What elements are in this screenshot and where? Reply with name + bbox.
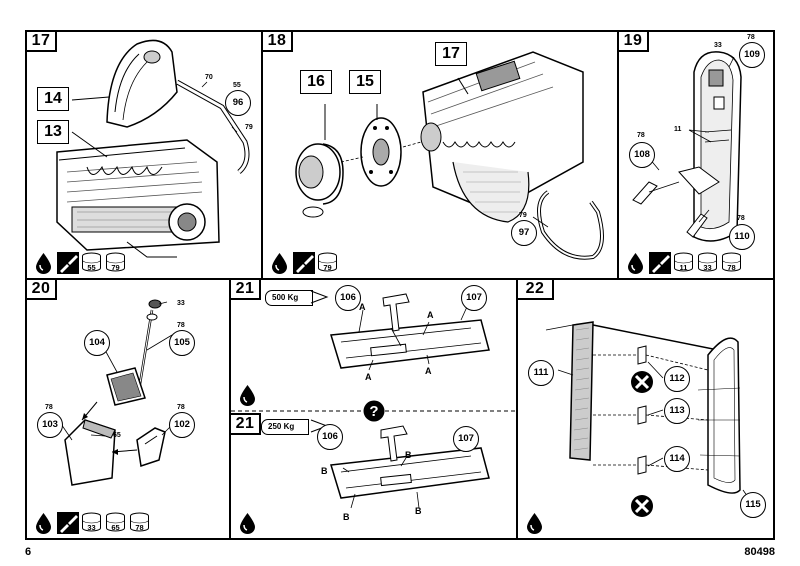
callout-96: 96 [225,90,251,116]
letter-b: B [321,466,328,476]
paint-tin-icon: 33 [81,512,102,532]
question-icon: ? [363,400,385,422]
glue-drop-icon [524,512,545,534]
kit-code: 80498 [744,546,775,558]
paint-ref-78: 78 [737,215,745,222]
letter-b: B [415,506,422,516]
seat-assembly-drawing [56,299,178,486]
callout-113: 113 [664,398,690,424]
step-number: 21 [231,280,261,300]
glue-drop-icon [33,252,54,274]
weight-tag-500: 500 Kg [265,290,314,306]
weight-tag-250: 250 Kg [261,419,310,435]
step-number: 18 [263,32,293,52]
callout-97: 97 [511,220,537,246]
panel-step-18: 18 [261,30,619,280]
paint-tin-icon: 78 [721,252,742,272]
paint-tin-icon: 78 [129,512,150,532]
paint-brush-icon [57,512,79,534]
glue-drop-icon [269,252,290,274]
callout-112: 112 [664,366,690,392]
callout-108: 108 [629,142,655,168]
engine-assembly-drawing [295,51,604,260]
glue-drop-icon [237,384,258,406]
callout-105: 105 [169,330,195,356]
paint-brush-icon [293,252,315,274]
step-number: 21 [231,413,261,435]
glue-drop-icon [237,512,258,534]
paint-tin-icon: 33 [697,252,718,272]
callout-114: 114 [664,446,690,472]
paint-tin-icon: 79 [317,252,338,272]
letter-b: B [343,512,350,522]
paint-ref-79: 79 [519,212,527,219]
panel-step-20: 20 33 1 [25,278,231,540]
callout-106: 106 [335,285,361,311]
part-13-label: 13 [37,120,69,144]
seat-back-drawing [632,51,742,242]
paint-bar: 79 [269,252,338,274]
letter-b: B [405,450,412,460]
paint-ref-33: 33 [714,42,722,49]
letter-a: A [425,366,432,376]
paint-tin-icon: 11 [673,252,694,272]
letter-a: A [359,302,366,312]
paint-tin-icon: 65 [105,512,126,532]
part-14-label: 14 [37,87,69,111]
paint-ref-78: 78 [177,322,185,329]
paint-ref-78: 78 [747,34,755,41]
paint-ref-78: 78 [637,132,645,139]
engine-drawing [56,39,250,258]
paint-ref-78: 78 [177,404,185,411]
panel-step-22: 22 111 112 113 114 [516,278,775,540]
callout-106: 106 [317,424,343,450]
paint-bar: 55 79 [33,252,126,274]
step-number: 22 [518,280,554,300]
armor-panel-drawing [545,321,751,501]
callout-115: 115 [740,492,766,518]
paint-bar: 11 33 78 [625,252,742,274]
paint-ref-78: 78 [45,404,53,411]
panel-step-19: 19 33 78 109 11 78 108 78 110 [617,30,775,280]
paint-ref-11: 11 [674,126,682,133]
svg-text:?: ? [369,403,378,420]
part-15-label: 15 [349,70,381,94]
paint-tin-icon: 55 [81,252,102,272]
paint-ref-55: 55 [233,82,241,89]
paint-ref-70: 70 [205,74,213,81]
paint-ref-65: 65 [113,432,121,439]
panel-step-21: 21 500 Kg 106 107 A [229,278,520,540]
part-16-label: 16 [300,70,332,94]
callout-103: 103 [37,412,63,438]
callout-104: 104 [84,330,110,356]
panel-step-17: 17 14 13 70 55 9 [25,30,263,280]
step-number: 20 [27,280,57,300]
paint-brush-icon [57,252,79,274]
rack-drawing [231,290,520,509]
part-17-label: 17 [435,42,467,66]
callout-107: 107 [453,426,479,452]
paint-ref-33: 33 [177,300,185,307]
paint-tin-icon: 79 [105,252,126,272]
letter-a: A [427,310,434,320]
paint-ref-79: 79 [245,124,253,131]
paint-bar: 33 65 78 [33,512,150,534]
step-number: 19 [619,32,649,52]
page-number: 6 [25,546,32,558]
callout-111: 111 [528,360,554,386]
callout-109: 109 [739,42,765,68]
callout-110: 110 [729,224,755,250]
glue-drop-icon [625,252,646,274]
glue-drop-icon [33,512,54,534]
callout-102: 102 [169,412,195,438]
callout-107: 107 [461,285,487,311]
letter-a: A [365,372,372,382]
crossed-circle-icon [630,370,654,394]
crossed-circle-icon [630,494,654,518]
step-number: 17 [27,32,57,52]
paint-brush-icon [649,252,671,274]
